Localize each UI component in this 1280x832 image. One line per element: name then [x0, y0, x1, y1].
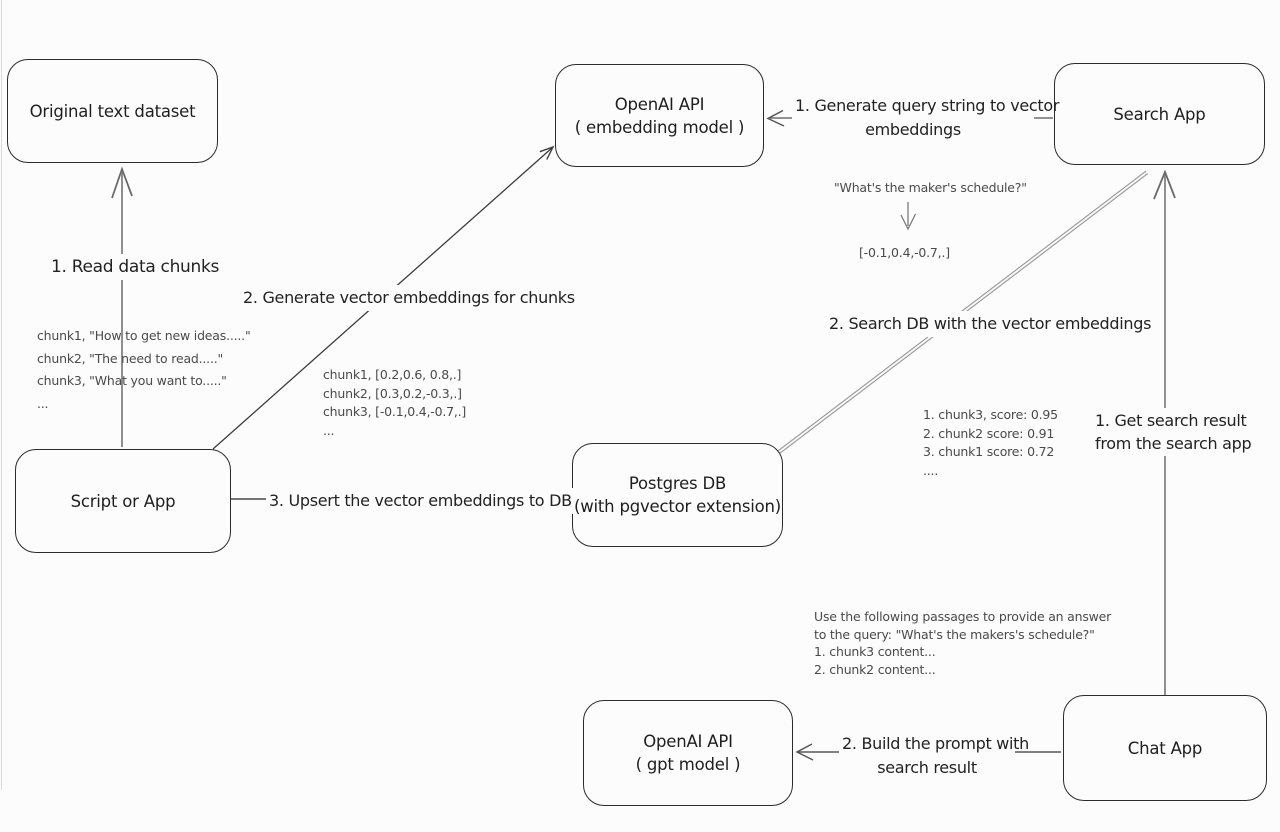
- annotation-line: 3. chunk1 score: 0.72: [923, 444, 1055, 459]
- node-openai-embedding: OpenAI API ( embedding model ): [555, 64, 764, 167]
- node-label: Chat App: [1127, 738, 1203, 758]
- arrow-query-string-down-head: [900, 213, 917, 231]
- annotation-line: 2. chunk2 content...: [814, 661, 936, 677]
- node-label: Postgres DB: [628, 474, 727, 493]
- annotation-prompt-example: Use the following passages to provide an…: [814, 608, 1111, 678]
- edge-label-line: search result: [877, 758, 977, 777]
- annotation-line: 2. chunk2 score: 0.91: [923, 425, 1055, 441]
- node-postgres-db: Postgres DB (with pgvector extension): [572, 443, 783, 547]
- annotation-query-vector: [-0.1,0.4,-0.7,.]: [859, 245, 950, 260]
- edge-label-get-search-result: 1. Get search result from the search app: [1092, 408, 1255, 456]
- node-label: OpenAI API: [614, 94, 705, 114]
- annotation-line: ....: [923, 462, 939, 478]
- edge-label-line: embeddings: [865, 120, 961, 139]
- annotation-line: 1. chunk3 content...: [814, 644, 936, 659]
- annotation-chunk-vectors: chunk1, [0.2,0.6, 0.8,.] chunk2, [0.3,0.…: [323, 366, 466, 440]
- annotation-line: chunk3, [-0.1,0.4,-0.7,.]: [323, 404, 467, 419]
- edge-label-generate-embeddings: 2. Generate vector embeddings for chunks: [240, 285, 578, 311]
- node-original-text-dataset: Original text dataset: [7, 59, 218, 163]
- node-sublabel: ( embedding model ): [574, 117, 745, 137]
- node-script-or-app: Script or App: [15, 449, 231, 553]
- node-label: OpenAI API: [643, 732, 733, 751]
- edge-label-upsert: 3. Upsert the vector embeddings to DB: [266, 488, 575, 514]
- annotation-line: ...: [323, 422, 335, 438]
- node-label: Script or App: [70, 491, 176, 511]
- edge-label-line: from the search app: [1095, 434, 1252, 453]
- edge-label-read-data-chunks: 1. Read data chunks: [48, 254, 223, 280]
- edge-label-search-db: 2. Search DB with the vector embeddings: [826, 311, 1155, 337]
- annotation-line: 1. chunk3, score: 0.95: [923, 407, 1058, 422]
- edge-label-query-to-vector: 1. Generate query string to vector embed…: [792, 93, 1060, 143]
- annotation-query-string: "What's the maker's schedule?": [834, 180, 1027, 195]
- annotation-line: chunk2, "The need to read.....": [37, 350, 224, 366]
- arrow-read-data-chunks-head: [111, 166, 133, 199]
- node-sublabel: (with pgvector extension): [573, 497, 782, 516]
- arrow-generate-embeddings-head: [539, 145, 555, 160]
- page-edge-line: [1, 0, 2, 790]
- node-sublabel: ( gpt model ): [635, 755, 741, 774]
- annotation-chunk-texts: chunk1, "How to get new ideas....." chun…: [37, 325, 251, 415]
- annotation-search-scores: 1. chunk3, score: 0.95 2. chunk2 score: …: [923, 406, 1058, 480]
- arrow-build-prompt-head: [795, 743, 814, 761]
- annotation-line: chunk1, "How to get new ideas.....": [37, 328, 251, 343]
- edge-label-line: 1. Get search result: [1095, 411, 1247, 430]
- edge-label-line: 2. Build the prompt with: [842, 734, 1029, 753]
- annotation-line: ...: [37, 395, 49, 411]
- annotation-line: chunk3, "What you want to.....": [37, 373, 227, 388]
- annotation-line: Use the following passages to provide an…: [814, 609, 1112, 624]
- node-label: Search App: [1113, 104, 1206, 124]
- node-chat-app: Chat App: [1063, 695, 1267, 801]
- node-search-app: Search App: [1054, 63, 1265, 165]
- annotation-line: chunk2, [0.3,0.2,-0.3,.]: [323, 385, 462, 401]
- arrow-query-to-vector-head: [766, 109, 785, 127]
- edge-label-build-prompt: 2. Build the prompt with search result: [839, 731, 1029, 781]
- node-label: Original text dataset: [29, 101, 196, 121]
- annotation-line: chunk1, [0.2,0.6, 0.8,.]: [323, 367, 462, 382]
- arrow-get-search-result-head: [1153, 169, 1176, 200]
- edge-label-line: 1. Generate query string to vector: [795, 96, 1060, 115]
- annotation-line: to the query: "What's the makers's sched…: [814, 626, 1095, 642]
- node-openai-gpt: OpenAI API ( gpt model ): [583, 700, 793, 806]
